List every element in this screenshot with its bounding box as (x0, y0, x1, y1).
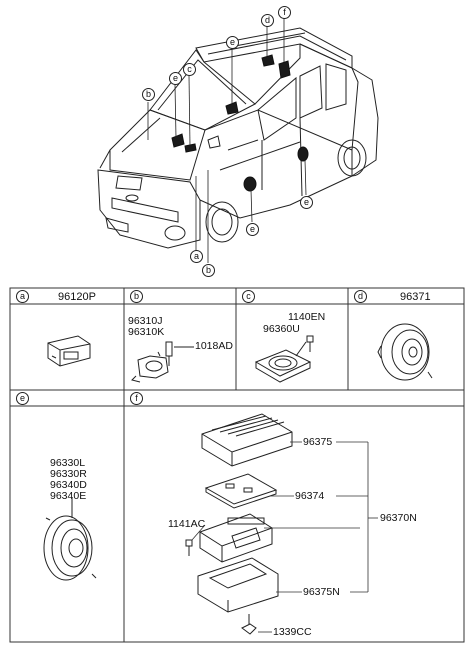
cell-b-bolt: 1018AD (195, 340, 233, 352)
cell-b-codes: 96310J 96310K (128, 316, 164, 338)
amplifier-assembly-drawing (185, 413, 293, 635)
callout-e: e (169, 72, 182, 85)
part-code: 96310J (128, 315, 163, 327)
amp-case-label: 96375 (303, 436, 333, 448)
cell-f-letter: f (130, 392, 143, 405)
cell-c-code: 96360U (263, 323, 300, 335)
cell-e-letter: e (16, 392, 29, 405)
car-part-markers (171, 54, 309, 192)
part-code: 96340E (50, 490, 87, 502)
callout-f: f (278, 6, 291, 19)
cell-d-letter: d (354, 290, 367, 303)
cell-a-letter: a (16, 290, 29, 303)
callout-e: e (300, 196, 313, 209)
part-96360U-drawing (254, 335, 314, 383)
cell-e-codes: 96330L 96330R 96340D 96340E (50, 458, 87, 502)
cell-c-bolt: 1140EN (288, 311, 326, 323)
callout-e: e (246, 223, 259, 236)
bracket-label: 96375N (303, 586, 340, 598)
screw-label: 1141AC (168, 518, 206, 530)
assembly-label: 96370N (380, 512, 417, 524)
callout-e: e (226, 36, 239, 49)
amplifier-leaders (191, 441, 378, 633)
part-96310-drawing (131, 341, 194, 383)
callout-c: c (183, 63, 196, 76)
callout-a: a (190, 250, 203, 263)
part-96371-drawing (377, 323, 433, 381)
parts-table-grid (9, 287, 465, 643)
part-code: 96340D (50, 479, 87, 491)
car-illustration (97, 27, 379, 249)
part-code: 96330L (50, 457, 86, 469)
cell-d-part: 96371 (400, 291, 431, 303)
cell-c-letter: c (242, 290, 255, 303)
callout-b: b (142, 88, 155, 101)
board-label: 96374 (295, 490, 325, 502)
part-96330-drawing (43, 498, 97, 581)
part-code: 96310K (128, 326, 165, 338)
nut-label: 1339CC (273, 626, 312, 638)
part-code: 96330R (50, 468, 87, 480)
cell-b-letter: b (130, 290, 143, 303)
callout-leaders (147, 18, 307, 263)
callout-d: d (261, 14, 274, 27)
cell-a-part: 96120P (58, 291, 96, 303)
part-96120P-drawing (47, 335, 91, 367)
callout-b: b (202, 264, 215, 277)
